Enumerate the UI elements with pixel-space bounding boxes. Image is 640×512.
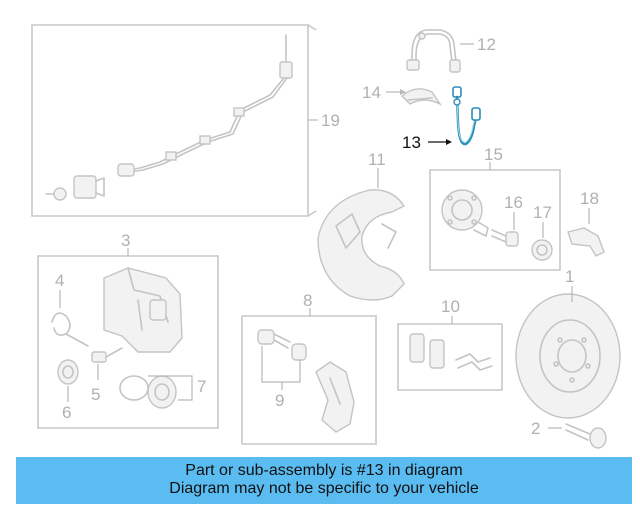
part-15-hub-bearing[interactable] — [429, 162, 561, 271]
callout-10: 10 — [441, 297, 460, 316]
part-14-bracket[interactable] — [386, 88, 443, 106]
part-10-brake-pads[interactable] — [397, 316, 503, 391]
callout-9: 9 — [275, 391, 284, 410]
part-12-brake-hose-upper[interactable] — [406, 29, 474, 73]
info-banner: Part or sub-assembly is #13 in diagram D… — [16, 457, 632, 504]
part-1-rotor[interactable] — [515, 286, 621, 419]
part-13-brake-hose[interactable] — [428, 86, 481, 146]
callout-17: 17 — [533, 203, 552, 222]
callout-7: 7 — [197, 377, 206, 396]
callout-13: 13 — [402, 133, 421, 152]
part-2-screw[interactable] — [548, 423, 607, 449]
callout-19: 19 — [321, 111, 340, 130]
banner-line-2: Diagram may not be specific to your vehi… — [169, 480, 479, 497]
part-6-boot[interactable] — [57, 359, 79, 402]
callout-3: 3 — [121, 231, 130, 250]
callout-15: 15 — [484, 145, 503, 164]
part-9-guide-pins[interactable] — [257, 329, 307, 390]
part-7-piston-seal[interactable] — [119, 375, 193, 409]
callout-1: 1 — [565, 267, 574, 286]
callout-8: 8 — [303, 291, 312, 310]
parts-diagram: 19 12 14 13 11 — [31, 24, 621, 449]
part-5-bleeder[interactable] — [91, 347, 123, 380]
callout-2: 2 — [531, 419, 540, 438]
callout-11: 11 — [368, 150, 386, 169]
callout-6: 6 — [62, 403, 71, 422]
part-19-abs-sensor[interactable] — [31, 24, 318, 217]
banner-line-1: Part or sub-assembly is #13 in diagram — [185, 462, 463, 479]
part-16-bolt[interactable] — [491, 212, 519, 247]
part-18-sensor[interactable] — [567, 208, 605, 257]
callout-14: 14 — [362, 83, 381, 102]
callout-12: 12 — [477, 35, 496, 54]
callout-16: 16 — [504, 193, 523, 212]
part-4-spring[interactable] — [51, 290, 89, 347]
part-8-pin-set[interactable] — [241, 308, 377, 445]
part-11-splash-shield[interactable] — [317, 168, 406, 301]
callout-18: 18 — [580, 189, 599, 208]
callout-5: 5 — [91, 385, 100, 404]
part-17-cap[interactable] — [531, 222, 553, 261]
part-3-caliper-assembly[interactable] — [37, 248, 219, 429]
callout-4: 4 — [55, 271, 64, 290]
